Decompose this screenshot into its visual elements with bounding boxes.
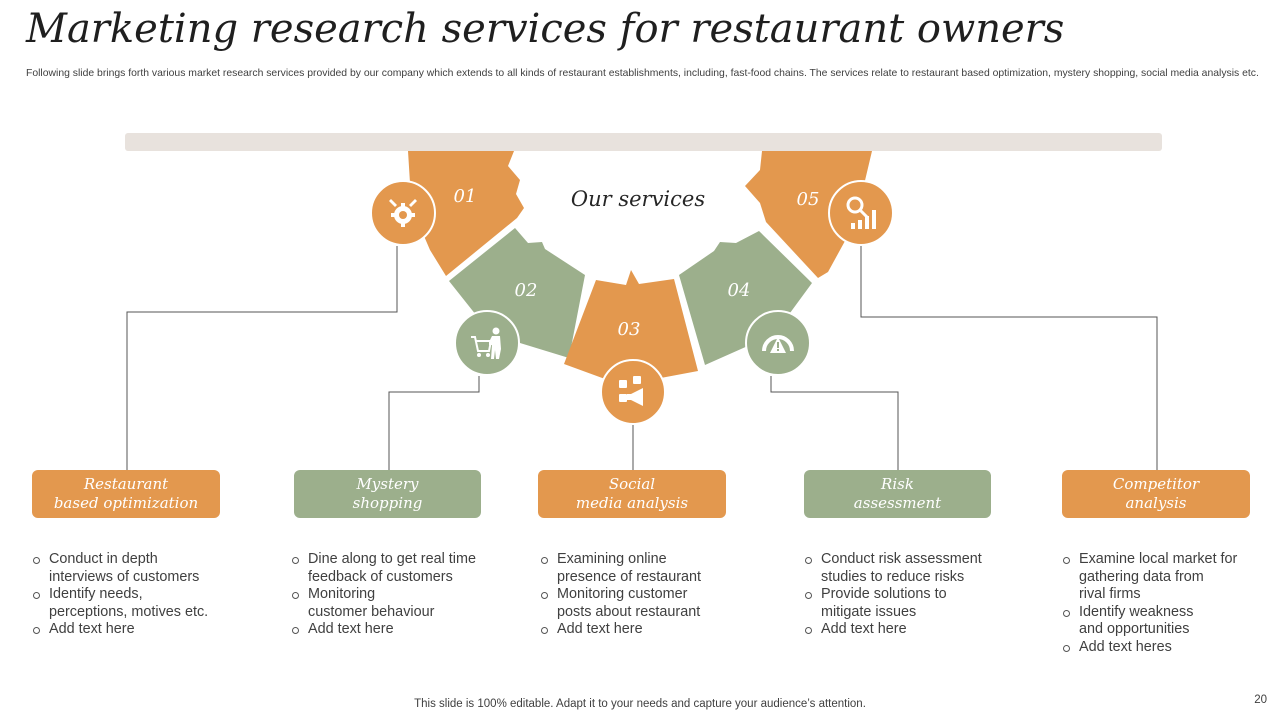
list-item: Add text here (803, 621, 1023, 639)
slide-subtitle: Following slide brings forth various mar… (26, 68, 1259, 79)
service-number-04: 04 (727, 280, 751, 301)
bullet-text: mitigate issues (821, 603, 917, 620)
page-number: 20 (1254, 694, 1267, 706)
list-item: Identify needs,perceptions, motives etc. (31, 586, 246, 621)
bullet-text: posts about restaurant (557, 603, 701, 620)
service-title-line: Competitor (1112, 475, 1200, 493)
bullet-text: Add text here (821, 621, 907, 638)
bullet-text: Add text here (557, 621, 643, 638)
service-number-05: 05 (796, 189, 820, 210)
bullet-text: Add text here (49, 621, 135, 638)
social-media-megaphone-icon (600, 359, 666, 425)
slide-title: Marketing research services for restaura… (26, 6, 1065, 52)
service-title-line: Mystery (356, 475, 419, 493)
top-bar (125, 133, 1162, 151)
service-title-line: based optimization (53, 494, 199, 512)
segment-03 (564, 270, 698, 380)
bullet-text: Identify weakness (1079, 603, 1194, 620)
list-item: Add text here (31, 621, 246, 639)
bullet-text: Conduct risk assessment (821, 551, 982, 567)
connector-01 (126, 246, 398, 470)
shopping-cart-person-icon (454, 310, 520, 376)
service-title-line: Risk (881, 475, 914, 493)
service-title-line: assessment (853, 494, 942, 512)
connector-05 (860, 245, 1158, 470)
segment-04 (679, 231, 812, 365)
service-title-line: analysis (1125, 494, 1187, 512)
bullet-text: presence of restaurant (557, 568, 701, 585)
bullet-text: rival firms (1079, 586, 1141, 603)
bullet-text: studies to reduce risks (821, 568, 965, 585)
bullet-text: customer behaviour (308, 603, 435, 620)
list-item: Add text here (290, 621, 505, 639)
connector-02 (388, 376, 480, 470)
service-number-02: 02 (514, 280, 538, 301)
service-title-line: Social (608, 475, 656, 493)
wrench-gear-icon (370, 180, 436, 246)
bullet-text: Provide solutions to (821, 586, 947, 603)
list-item: Add text here (539, 621, 754, 639)
connector-04 (770, 376, 899, 470)
bullet-text: Identify needs, (49, 586, 143, 603)
risk-gauge-icon (745, 310, 811, 376)
service-title-line: shopping (352, 494, 423, 512)
segment-05 (745, 151, 872, 278)
segment-02 (449, 228, 585, 358)
service-number-03: 03 (617, 319, 641, 340)
bullet-text: Monitoring customer (557, 586, 688, 603)
analysis-chart-icon (828, 180, 894, 246)
footer-note: This slide is 100% editable. Adapt it to… (414, 698, 866, 710)
bullet-text: interviews of customers (49, 568, 200, 585)
center-label: Our services (570, 187, 706, 211)
bullet-text: Dine along to get real time (308, 551, 476, 567)
bullet-text: Examining online (557, 551, 667, 567)
bullet-text: Add text here (308, 621, 394, 638)
bullet-text: perceptions, motives etc. (49, 603, 209, 620)
list-item: Add text heres (1061, 639, 1271, 657)
bullet-text: Conduct in depth (49, 551, 158, 567)
bullet-text: gathering data from (1079, 568, 1204, 585)
segment-01 (408, 151, 524, 276)
bullet-text: Examine local market for (1079, 551, 1238, 567)
service-title-line: Restaurant (83, 475, 169, 493)
bullet-text: and opportunities (1079, 621, 1190, 638)
service-number-01: 01 (453, 186, 477, 207)
bullet-text: feedback of customers (308, 568, 453, 585)
service-title-line: media analysis (575, 494, 689, 512)
bullet-text: Monitoring (308, 586, 376, 603)
bullet-text: Add text heres (1079, 638, 1172, 655)
